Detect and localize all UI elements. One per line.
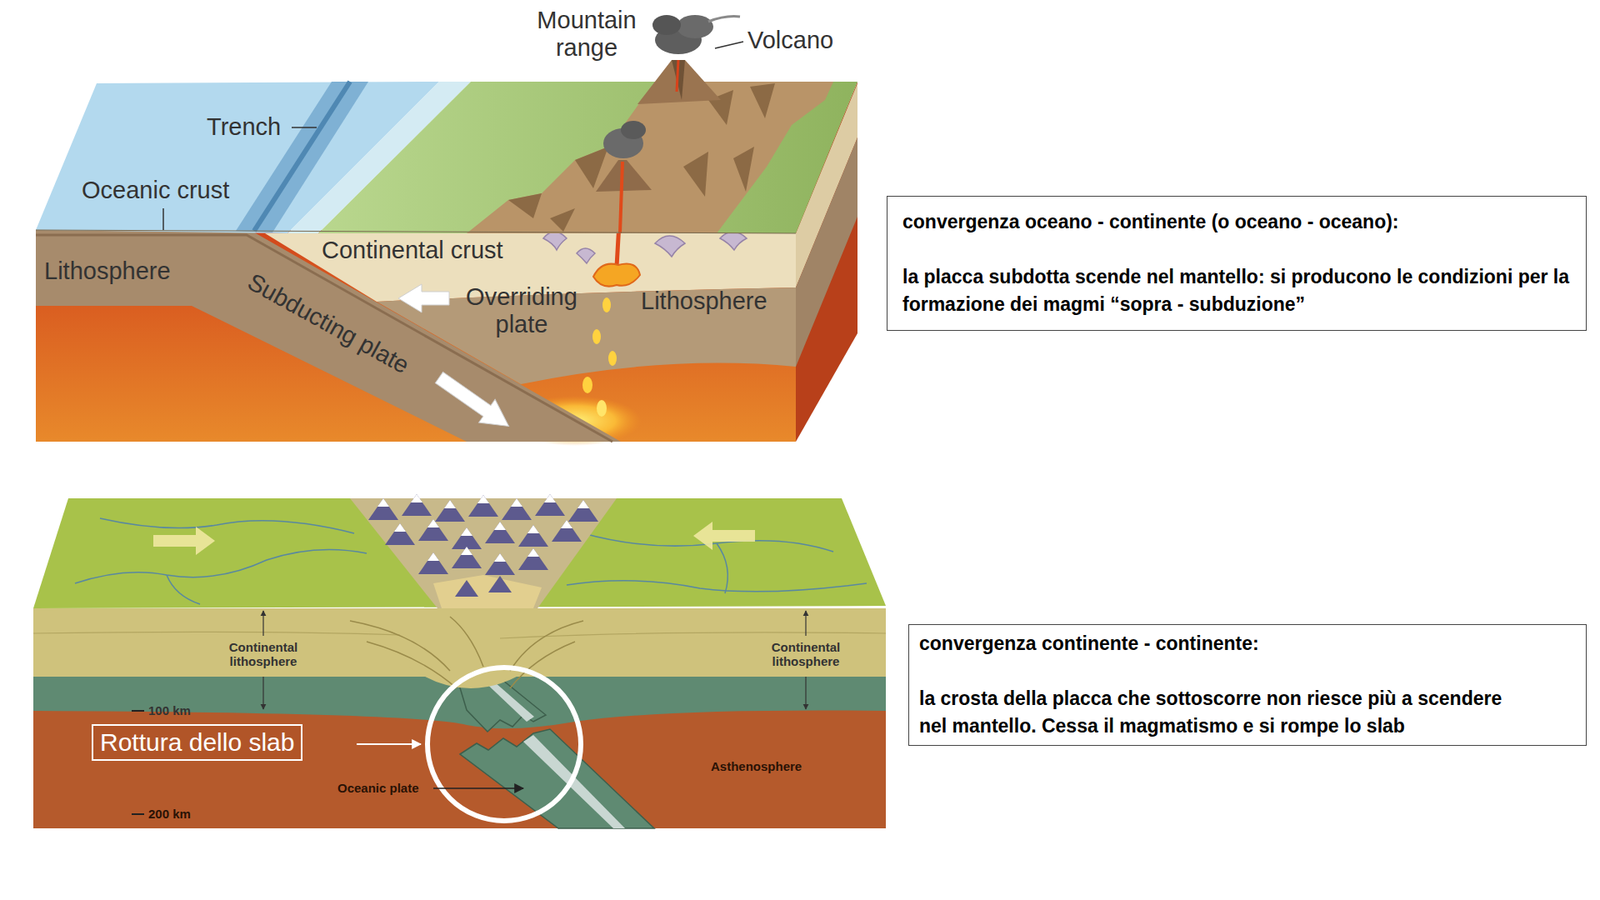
part-label: Asthenosphere — [710, 759, 802, 774]
box-heading: convergenza continente - continente: — [919, 630, 1576, 658]
part-label: Trench — [206, 113, 281, 141]
callout-text: Rottura dello slab — [100, 726, 295, 759]
part-label: Continental lithosphere — [764, 640, 848, 669]
text-box: convergenza continente - continente: la c… — [908, 624, 1587, 746]
box-body: la placca subdotta scende nel mantello: … — [902, 263, 1571, 319]
part-label: Continental lithosphere — [221, 640, 305, 669]
part-label: 100 km — [148, 703, 191, 718]
part-label: Oceanic plate — [337, 780, 420, 795]
part-label: Overriding plate — [455, 283, 589, 339]
subduction-block — [35, 15, 858, 446]
part-label: Lithosphere — [640, 287, 768, 315]
part-label: 200 km — [148, 806, 191, 821]
box-body: la crosta della placca che sottoscorre n… — [919, 685, 1503, 740]
box-heading: convergenza oceano - continente (o ocean… — [902, 208, 1571, 236]
part-label: Mountain range — [528, 6, 645, 62]
text-box: convergenza oceano - continente (o ocean… — [886, 195, 1587, 331]
part-label: Continental crust — [321, 236, 504, 265]
part-label: Lithosphere — [44, 257, 171, 285]
collision-block — [33, 494, 886, 829]
part-label: Volcano — [747, 26, 834, 55]
part-label: Subducting plate — [226, 259, 430, 389]
callout-box: Rottura dello slab — [91, 724, 303, 761]
part-label: Oceanic crust — [81, 176, 230, 205]
